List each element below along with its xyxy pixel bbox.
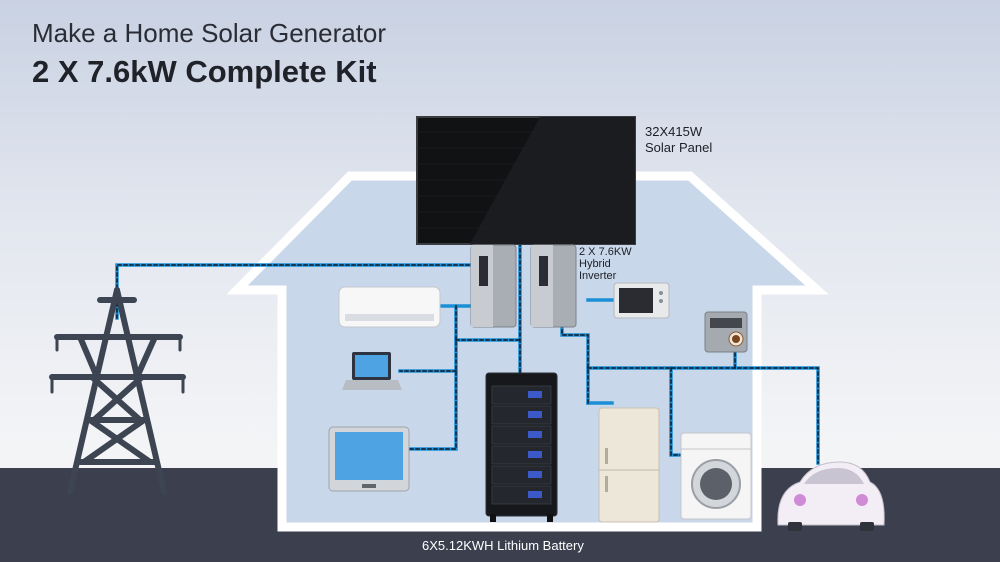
inverter-type: Hybrid [579, 258, 611, 270]
solar-panel-label: 32X415W Solar Panel [645, 124, 712, 156]
wiring [115, 241, 820, 465]
page-title: 2 X 7.6kW Complete Kit [32, 54, 377, 89]
hybrid-inverter-icon [470, 244, 577, 328]
electric-car-icon [777, 461, 885, 531]
microwave-icon [613, 282, 670, 319]
inverter-name: Inverter [579, 270, 617, 282]
air-conditioner-icon [338, 286, 441, 328]
monitor-icon [328, 426, 410, 492]
inverter-label: 2 X 7.6KW Hybrid Inverter [579, 246, 632, 282]
laptop-icon [342, 352, 402, 390]
solar-panel-quantity: 32X415W [645, 124, 703, 139]
washing-machine-icon [680, 432, 752, 520]
battery-rack-icon [485, 372, 558, 522]
solar-panel-icon [416, 116, 636, 245]
inverter-quantity: 2 X 7.6KW [579, 246, 632, 258]
coffee-maker-icon [704, 311, 748, 353]
solar-panel-name: Solar Panel [645, 140, 713, 155]
page-subtitle: Make a Home Solar Generator [32, 18, 387, 48]
battery-label: 6X5.12KWH Lithium Battery [422, 538, 584, 553]
transmission-tower-icon [49, 287, 186, 495]
refrigerator-icon [598, 407, 660, 523]
